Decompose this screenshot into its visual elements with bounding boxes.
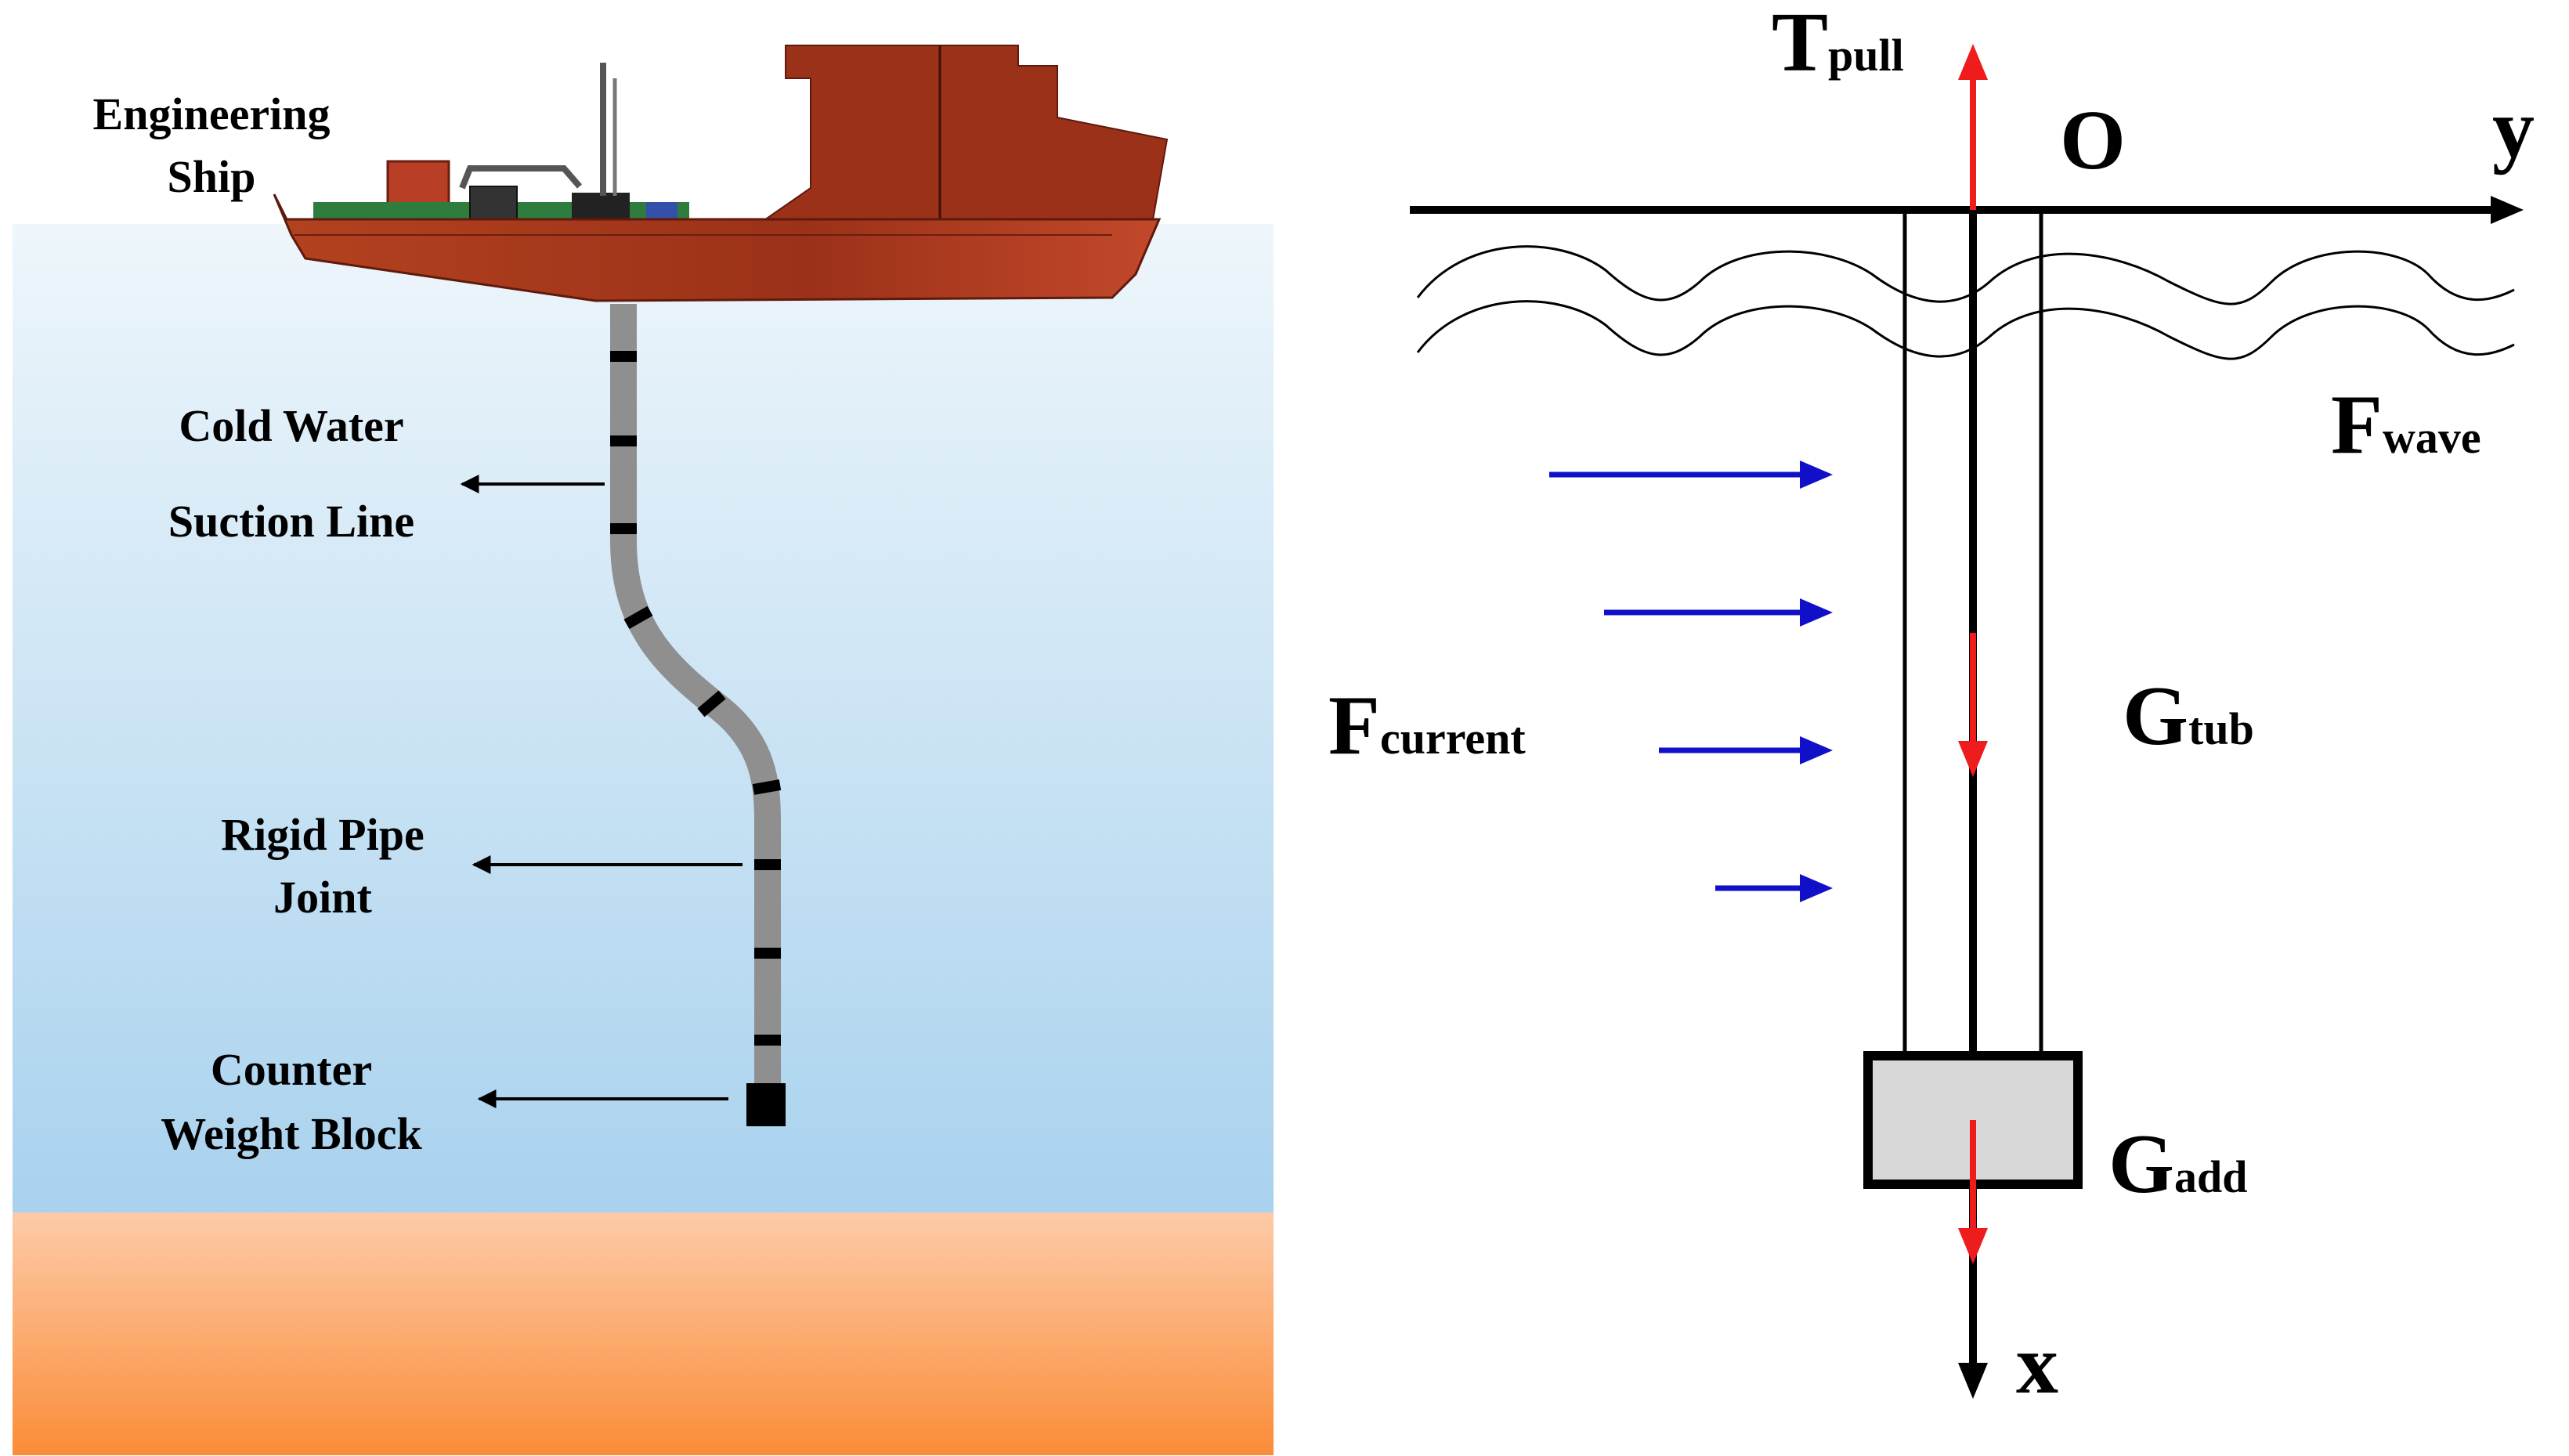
origin-label: O [2060,94,2126,187]
f-wave-main: F [2331,378,2383,471]
joint-label-line2: Joint [273,872,372,923]
suction-label-line2: Suction Line [168,496,414,547]
ship-crane-boom [459,165,583,190]
ship-console [646,202,677,219]
f-current-sub: current [1380,713,1526,764]
wave-line-upper [1416,245,2515,305]
right-panel: Tpull O y x Fwave Fcurrent Gtub Gadd [1328,0,2535,1411]
y-axis-label: y [2492,82,2535,175]
t-pull-label: Tpull [1772,0,1904,89]
g-tub-arrowhead [1958,741,1988,777]
left-panel: Engineering Ship Cold Water Suction Line… [13,45,1274,1455]
current-arrowhead [1800,736,1833,764]
engineering-ship [273,45,1169,302]
x-axis-arrowhead [1958,1363,1988,1399]
cold-water-suction-line [610,304,786,1126]
joint-label-line1: Rigid Pipe [221,809,424,860]
t-pull-sub: pull [1828,30,1904,81]
suction-label-line1: Cold Water [179,400,403,451]
counter-weight-block [746,1083,786,1126]
current-arrowhead [1800,461,1833,489]
t-pull-main: T [1772,0,1828,89]
f-current-label: Fcurrent [1328,679,1526,772]
g-add-sub: add [2174,1151,2248,1202]
current-arrowhead [1800,874,1833,902]
ship-label-line1: Engineering [93,89,331,139]
current-arrowhead [1800,598,1833,627]
ship-label-line2: Ship [168,151,256,202]
ship-superstructure [749,45,1169,229]
g-add-main: G [2108,1118,2174,1211]
x-axis-label: x [2016,1318,2058,1411]
g-add-label: Gadd [2108,1118,2248,1211]
ship-machinery [469,186,518,220]
weight-label-line1: Counter [211,1044,372,1095]
y-axis-arrowhead [2491,196,2524,224]
ship-hull [273,193,1162,302]
current-arrows [1549,461,1833,902]
ship-winch [572,193,630,219]
f-wave-sub: wave [2383,412,2481,463]
weight-label-line2: Weight Block [161,1108,422,1159]
sea-water [13,224,1274,1212]
pipe-joint [697,690,726,717]
pipe-joint [623,605,653,630]
f-wave-label: Fwave [2331,378,2481,471]
wave-lines [1416,245,2515,360]
pipe-joint [752,779,782,795]
wave-line-lower [1416,300,2515,360]
pipe-joints [610,351,782,1046]
g-tub-label: Gtub [2123,670,2254,763]
g-add-arrowhead [1958,1228,1988,1264]
f-current-main: F [1328,679,1380,772]
seabed [13,1212,1274,1455]
t-pull-arrowhead [1958,44,1988,80]
g-tub-sub: tub [2188,703,2254,754]
g-tub-main: G [2123,670,2188,763]
